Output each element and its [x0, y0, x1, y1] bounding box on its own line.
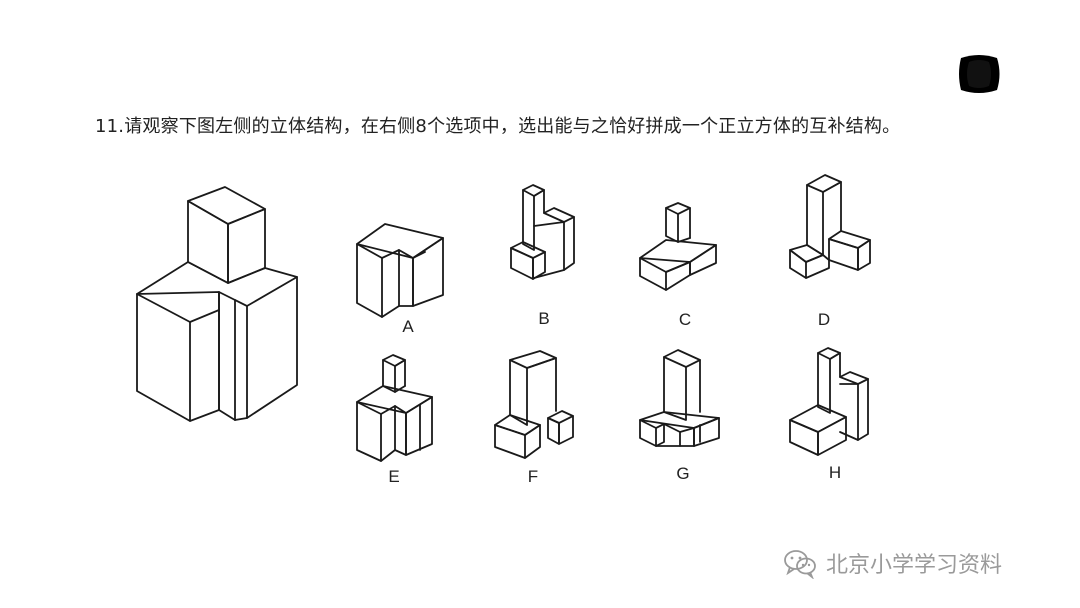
option-f-shape [494, 350, 574, 459]
option-a-shape [356, 223, 444, 318]
option-label-d: D [817, 310, 831, 329]
option-h-shape [789, 347, 869, 456]
option-b-shape [510, 184, 575, 280]
watermark-text: 北京小学学习资料 [826, 553, 1003, 578]
option-label-f: F [527, 467, 539, 486]
option-label-c: C [678, 310, 692, 329]
option-e-shape [356, 354, 433, 462]
watermark: 北京小学学习资料 [782, 545, 1002, 581]
option-g-shape [639, 349, 720, 447]
question-text: 11.请观察下图左侧的立体结构，在右侧8个选项中，选出能与之恰好拼成一个正立方体… [95, 116, 901, 137]
option-d-shape [789, 174, 871, 279]
option-label-b: B [538, 309, 550, 328]
option-label-h: H [828, 463, 842, 482]
main-structure [136, 186, 298, 422]
option-label-a: A [402, 317, 414, 336]
option-label-g: G [676, 464, 690, 483]
option-label-e: E [388, 467, 400, 486]
wechat-icon [784, 550, 816, 579]
option-c-shape [639, 202, 717, 291]
redaction-blot [959, 55, 1000, 93]
